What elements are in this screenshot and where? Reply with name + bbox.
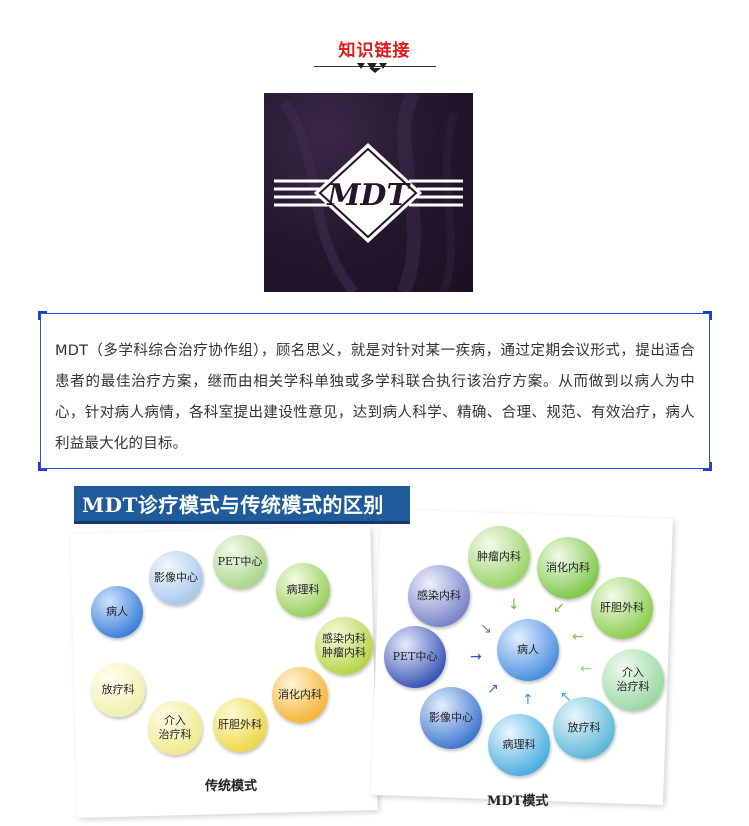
- logo-text: MDT: [326, 178, 411, 213]
- title-divider: [314, 66, 436, 67]
- arrow-icon: ↑: [522, 692, 534, 708]
- traditional-node: PET中心: [213, 535, 267, 589]
- traditional-node: 肝胆外科: [213, 698, 267, 752]
- traditional-node: 病理科: [276, 563, 330, 617]
- mdt-node: 肝胆外科: [591, 577, 653, 639]
- traditional-caption: 传统模式: [205, 779, 258, 794]
- mdt-node: 介入治疗科: [602, 649, 664, 711]
- intro-textbox: MDT（多学科综合治疗协作组），顾名思义，就是对针对某一疾病，通过定期会议形式，…: [38, 311, 712, 471]
- mdt-logo: MDT: [264, 93, 473, 292]
- corner-mark: [38, 462, 47, 471]
- arrow-icon: ←: [580, 661, 592, 677]
- comparison-banner: MDT诊疗模式与传统模式的区别: [74, 486, 410, 524]
- arrow-icon: ↘: [480, 621, 492, 637]
- mdt-node: PET中心: [384, 626, 446, 688]
- mdt-node: 感染内科: [408, 565, 470, 627]
- mdt-node: 消化内科: [537, 537, 599, 599]
- corner-mark: [703, 462, 712, 471]
- intro-paragraph: MDT（多学科综合治疗协作组），顾名思义，就是对针对某一疾病，通过定期会议形式，…: [55, 343, 695, 452]
- arrow-icon: ↙: [553, 600, 565, 616]
- arrow-icon: ←: [572, 629, 584, 645]
- mdt-node: 肿瘤内科: [468, 526, 530, 588]
- mdt-node: 病理科: [488, 714, 550, 776]
- traditional-node: 影像中心: [149, 551, 203, 605]
- mdt-node: 影像中心: [420, 687, 482, 749]
- traditional-node: 介入治疗科: [148, 701, 202, 755]
- traditional-node: 消化内科: [272, 667, 328, 723]
- mdt-caption: MDT模式: [487, 794, 549, 809]
- arrow-icon: ↗: [487, 681, 499, 697]
- corner-mark: [703, 311, 712, 320]
- mdt-center-node: 病人: [497, 619, 559, 681]
- traditional-node: 感染内科肿瘤内科: [315, 617, 373, 675]
- chevron-down-icon: [357, 63, 387, 73]
- corner-mark: [38, 311, 47, 320]
- mdt-node: 放疗科: [553, 697, 615, 759]
- section-title: 知识链接: [338, 41, 411, 61]
- arrow-icon: →: [470, 649, 482, 665]
- arrow-icon: ↓: [508, 597, 520, 613]
- traditional-node: 放疗科: [91, 663, 145, 717]
- traditional-node: 病人: [91, 586, 143, 638]
- arrow-icon: ↖: [560, 689, 572, 705]
